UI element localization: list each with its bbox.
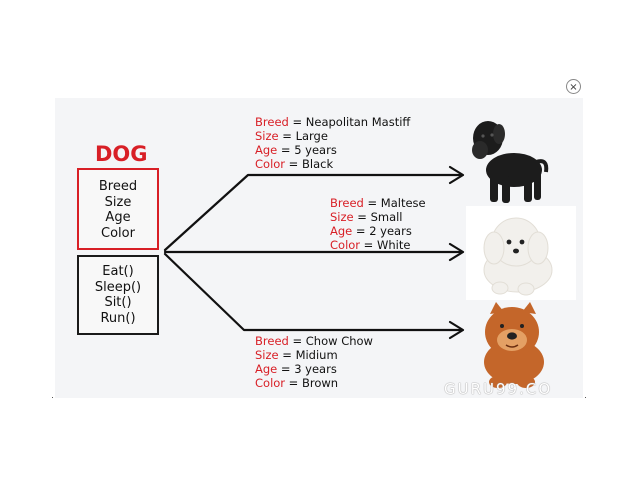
arrowhead-icon [448,242,465,262]
size-key: Size [255,348,279,362]
color-value: Brown [301,376,339,390]
black-mastiff-puppy-image [472,121,549,203]
class-methods-box: Eat() Sleep() Sit() Run() [77,255,159,335]
object-2-properties: Breed = Maltese Size = Small Age = 2 yea… [330,196,426,252]
object-1-properties: Breed = Neapolitan Mastiff Size = Large … [255,115,411,171]
watermark: GURU99.CO [444,380,553,398]
class-attributes-box: Breed Size Age Color [77,168,159,250]
age-value: 2 years [369,224,412,238]
attribute-item: Color [101,225,135,241]
size-value: Midium [295,348,338,362]
breed-key: Breed [255,334,289,348]
arrow-to-object-1 [163,173,464,252]
object-3-properties: Breed = Chow Chow Size = Midium Age = 3 … [255,334,373,390]
method-item: Sleep() [94,279,142,295]
breed-key: Breed [330,196,364,210]
color-value: White [376,238,411,252]
age-key: Age [255,362,278,376]
age-value: 5 years [294,143,337,157]
brown-chow-puppy-image [484,302,544,388]
age-value: 3 years [294,362,337,376]
breed-value: Neapolitan Mastiff [305,115,411,129]
close-icon[interactable]: × [566,79,581,94]
size-value: Large [295,129,328,143]
color-value: Black [301,157,334,171]
age-key: Age [330,224,353,238]
color-key: Color [330,238,361,252]
arrowhead-icon [448,165,465,185]
color-key: Color [255,376,286,390]
white-maltese-puppy-image [483,217,553,296]
arrowhead-icon [448,320,465,340]
method-item: Sit() [104,295,132,310]
breed-value: Chow Chow [305,334,373,348]
frame-mark [52,397,53,398]
age-key: Age [255,143,278,157]
method-item: Run() [100,310,136,326]
frame-mark [585,397,586,398]
size-key: Size [255,129,279,143]
attribute-item: Breed [98,179,138,194]
color-key: Color [255,157,286,171]
class-name: DOG [95,142,148,166]
breed-key: Breed [255,115,289,129]
size-value: Small [370,210,403,224]
breed-value: Maltese [380,196,426,210]
attribute-item: Age [105,210,131,225]
arrow-to-object-3 [163,252,464,332]
size-key: Size [330,210,354,224]
attribute-item: Size [104,194,132,210]
method-item: Eat() [102,264,134,279]
